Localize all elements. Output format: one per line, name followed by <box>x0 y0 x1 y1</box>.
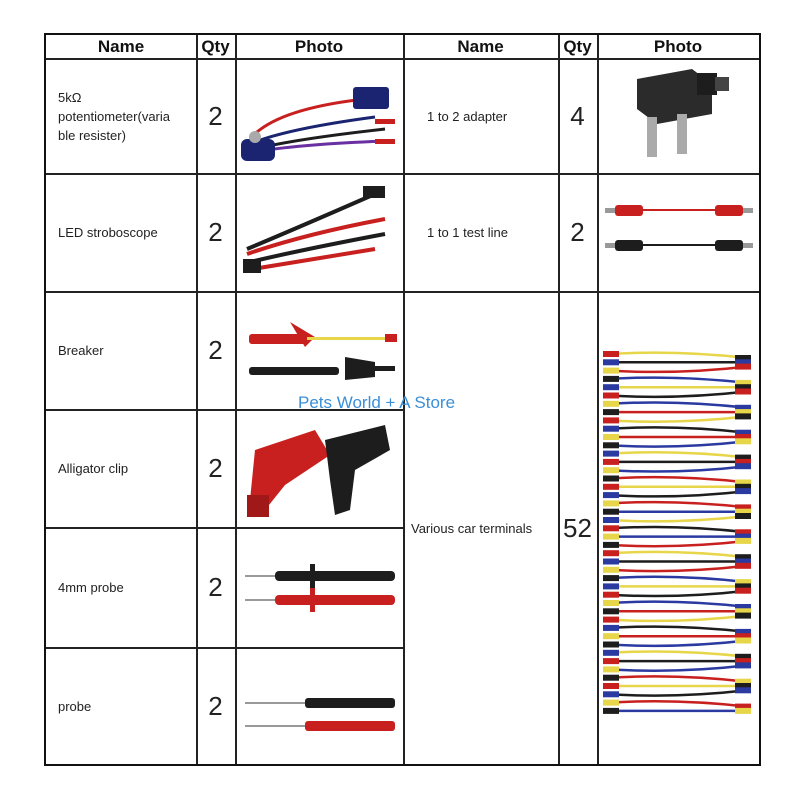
probe-4mm-icon <box>235 528 403 647</box>
row-qty: 2 <box>208 217 223 247</box>
row-qty: 4 <box>570 100 585 131</box>
name-line: ble resister) <box>58 127 126 143</box>
header-name-left: Name <box>97 36 145 56</box>
row-qty: 2 <box>208 453 223 483</box>
test-line-icon <box>597 174 759 291</box>
probe-icon <box>235 648 403 765</box>
row-name-potentiometer: 5kΩ potentiometer(varia ble resister) <box>46 59 196 173</box>
name-line: 5kΩ <box>58 89 82 105</box>
row-name-probe: probe <box>58 699 92 714</box>
row-name-alligator-clip: Alligator clip <box>58 461 129 476</box>
adapter-icon <box>597 59 759 173</box>
row-qty: 2 <box>208 572 223 602</box>
breaker-icon <box>235 292 403 409</box>
row-name-breaker: Breaker <box>58 343 104 358</box>
row-qty: 2 <box>570 217 585 247</box>
watermark: Pets World + A Store <box>298 393 456 412</box>
header-qty-left: Qty <box>201 36 230 56</box>
car-terminals-icon <box>597 292 759 765</box>
potentiometer-icon <box>235 59 403 173</box>
row-qty: 52 <box>563 513 592 543</box>
row-name-car-terminals: Various car terminals <box>411 521 533 536</box>
header-photo-left: Photo <box>294 36 344 56</box>
header-photo-right: Photo <box>653 36 703 56</box>
row-qty: 2 <box>208 691 223 721</box>
row-name-4mm-probe: 4mm probe <box>58 580 124 595</box>
product-table: Name Qty Photo Name Qty Photo 5kΩ potent… <box>44 33 761 766</box>
stroboscope-icon <box>235 174 403 291</box>
row-name-adapter: 1 to 2 adapter <box>427 108 508 124</box>
name-line: potentiometer(varia <box>58 108 170 124</box>
row-qty: 2 <box>208 100 223 131</box>
row-name-stroboscope: LED stroboscope <box>58 225 158 240</box>
row-qty: 2 <box>208 335 223 365</box>
header-name-right: Name <box>457 36 504 56</box>
alligator-clip-icon <box>235 410 403 527</box>
header-qty-right: Qty <box>563 36 592 56</box>
row-name-test-line: 1 to 1 test line <box>427 225 508 240</box>
